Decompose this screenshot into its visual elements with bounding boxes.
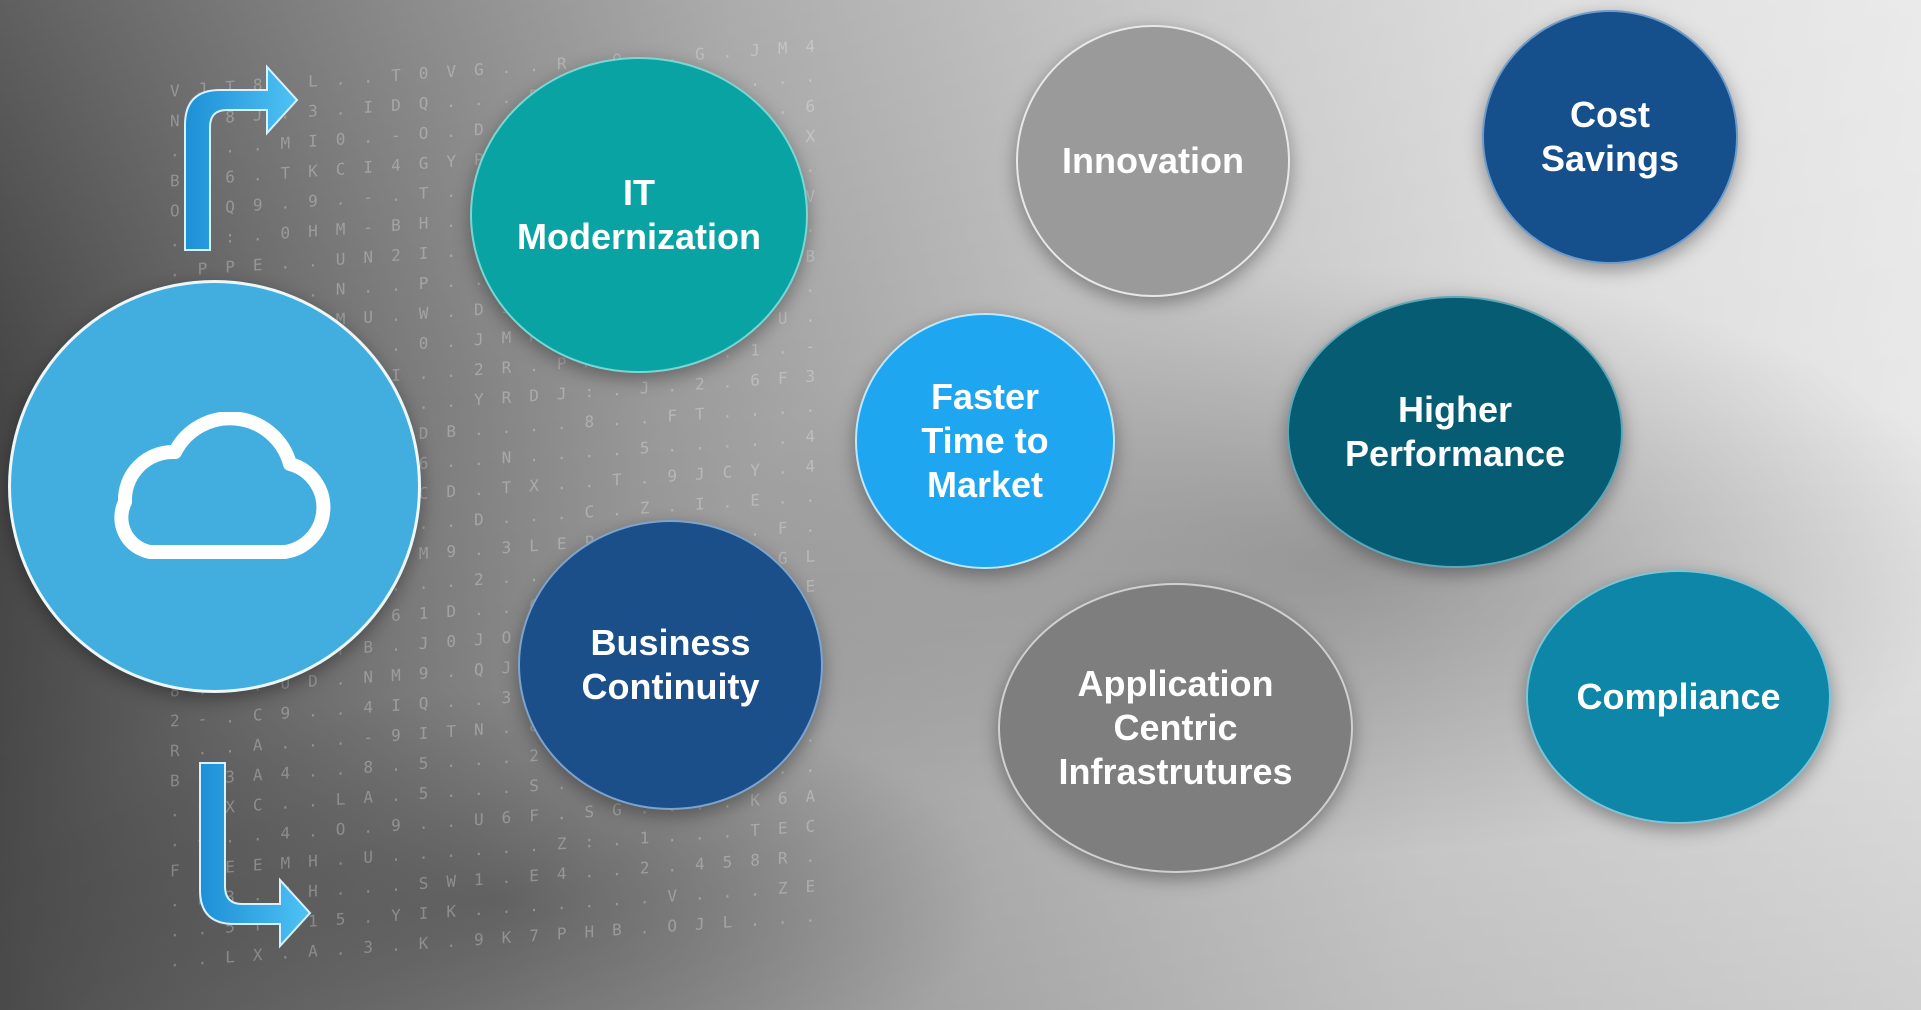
arrow-up-right-icon — [184, 64, 299, 251]
faster-time-to-market-circle: Faster Time to Market — [855, 313, 1115, 569]
cost-savings-label: Cost Savings — [1540, 94, 1680, 179]
application-centric-label: Application Centric Infrastrutures — [1058, 663, 1293, 792]
business-continuity-circle: Business Continuity — [518, 520, 823, 810]
higher-performance-label: Higher Performance — [1344, 389, 1566, 474]
cost-savings-circle: Cost Savings — [1482, 10, 1738, 264]
arrow-down-right-icon — [199, 762, 312, 949]
application-centric-circle: Application Centric Infrastrutures — [998, 583, 1353, 873]
innovation-label: Innovation — [1062, 140, 1244, 181]
compliance-circle: Compliance — [1526, 570, 1831, 824]
cloud-hub-circle — [8, 280, 421, 693]
it-modernization-label: IT Modernization — [517, 172, 761, 257]
innovation-circle: Innovation — [1016, 25, 1290, 297]
business-continuity-label: Business Continuity — [581, 622, 760, 707]
cloud-icon — [113, 411, 330, 559]
compliance-label: Compliance — [1576, 676, 1781, 717]
it-modernization-circle: IT Modernization — [470, 57, 808, 373]
higher-performance-circle: Higher Performance — [1287, 296, 1623, 568]
faster-time-to-market-label: Faster Time to Market — [921, 376, 1049, 505]
